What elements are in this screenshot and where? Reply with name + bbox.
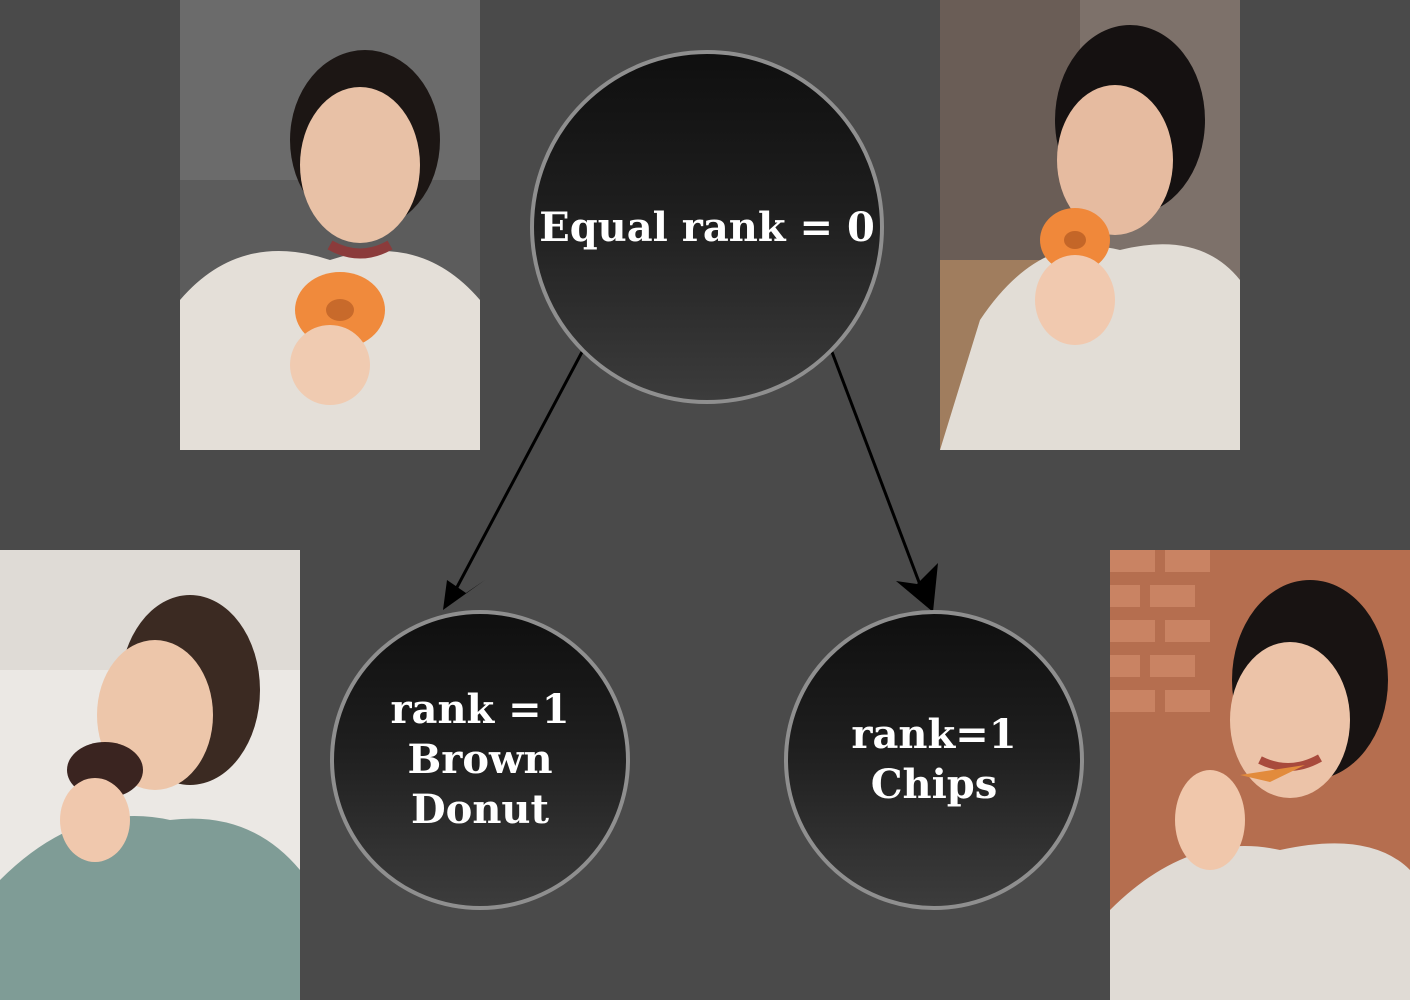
node-brown-donut: rank =1 Brown Donut	[330, 610, 630, 910]
node-rank: rank=1	[851, 711, 1017, 758]
node-item: Brown Donut	[407, 736, 553, 833]
node-chips: rank=1 Chips	[784, 610, 1084, 910]
photo-woman-orange-donut	[180, 0, 480, 450]
photo-woman-biting-orange-donut	[940, 0, 1240, 450]
photo-woman-eating-chip	[1110, 550, 1410, 1000]
photo-illustration	[1110, 550, 1410, 1000]
node-label: Equal rank = 0	[539, 203, 875, 251]
edge-root-to-right	[830, 351, 938, 612]
node-item: Chips	[870, 761, 998, 808]
node-rank: rank =1	[390, 686, 570, 733]
node-equal-rank: Equal rank = 0	[530, 50, 884, 404]
photo-illustration	[180, 0, 480, 450]
photo-illustration	[940, 0, 1240, 450]
photo-illustration	[0, 550, 300, 1000]
photo-woman-chocolate-donut	[0, 550, 300, 1000]
arrowhead-icon	[443, 580, 485, 610]
arrowhead-icon	[896, 563, 938, 612]
